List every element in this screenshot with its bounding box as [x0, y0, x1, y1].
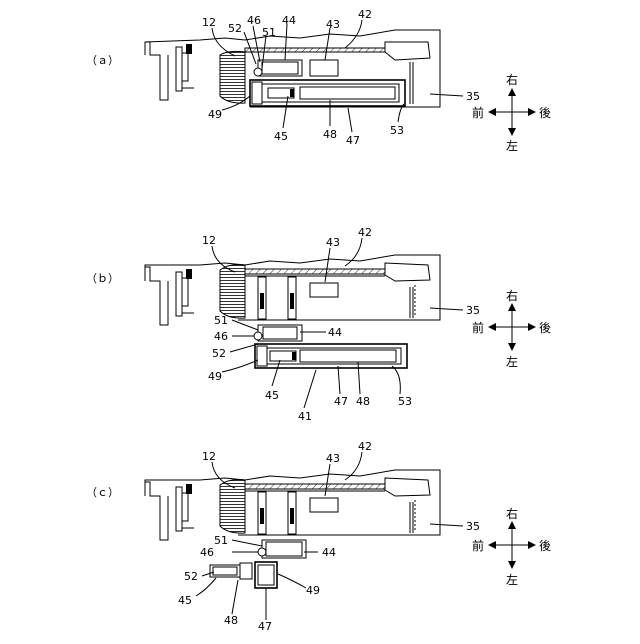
compass-up: 右 [506, 72, 518, 87]
compass-left: 前 [472, 538, 484, 553]
panel-c: （ｃ） 12 43 42 35 51 46 44 52 45 48 [86, 440, 551, 633]
label-12: 12 [202, 450, 216, 463]
compass-up: 右 [506, 288, 518, 303]
label-49: 49 [306, 584, 320, 597]
label-49: 49 [208, 370, 222, 383]
label-46: 46 [200, 546, 214, 559]
label-53: 53 [390, 124, 404, 137]
label-44: 44 [328, 326, 342, 339]
label-52: 52 [228, 22, 242, 35]
label-46: 46 [247, 14, 261, 27]
label-49: 49 [208, 108, 222, 121]
panel-a: （ａ） [86, 8, 551, 153]
label-48: 48 [323, 128, 337, 141]
label-35: 35 [466, 520, 480, 533]
panel-a-tag: （ａ） [86, 54, 119, 67]
label-45: 45 [178, 594, 192, 607]
compass-right: 後 [539, 539, 551, 553]
label-47: 47 [334, 395, 348, 408]
panel-b-tag: （ｂ） [86, 272, 119, 285]
compass-up: 右 [506, 506, 518, 521]
label-51: 51 [262, 26, 276, 39]
direction-compass-b: 右 左 前 後 [472, 288, 551, 369]
label-48: 48 [356, 395, 370, 408]
label-52: 52 [212, 347, 226, 360]
label-35: 35 [466, 90, 480, 103]
label-48: 48 [224, 614, 238, 627]
compass-left: 前 [472, 320, 484, 335]
compass-right: 後 [539, 321, 551, 335]
compass-down: 左 [506, 138, 518, 153]
compass-down: 左 [506, 572, 518, 587]
panel-b: （ｂ） 12 43 42 35 51 44 46 52 [86, 226, 551, 423]
label-44: 44 [282, 14, 296, 27]
label-51: 51 [214, 314, 228, 327]
label-12: 12 [202, 234, 216, 247]
label-41: 41 [298, 410, 312, 423]
label-12: 12 [202, 16, 216, 29]
label-45: 45 [274, 130, 288, 143]
label-44: 44 [322, 546, 336, 559]
label-43: 43 [326, 452, 340, 465]
label-53: 53 [398, 395, 412, 408]
direction-compass-a: 右 左 前 後 [472, 72, 551, 153]
direction-compass-c: 右 左 前 後 [472, 506, 551, 587]
compass-down: 左 [506, 354, 518, 369]
label-42: 42 [358, 440, 372, 453]
label-52: 52 [184, 570, 198, 583]
label-42: 42 [358, 226, 372, 239]
label-43: 43 [326, 236, 340, 249]
label-42: 42 [358, 8, 372, 21]
panel-c-tag: （ｃ） [86, 486, 119, 499]
label-47: 47 [346, 134, 360, 147]
compass-right: 後 [539, 106, 551, 120]
label-35: 35 [466, 304, 480, 317]
compass-left: 前 [472, 105, 484, 120]
label-43: 43 [326, 18, 340, 31]
label-45: 45 [265, 389, 279, 402]
label-51: 51 [214, 534, 228, 547]
label-47: 47 [258, 620, 272, 633]
label-46: 46 [214, 330, 228, 343]
